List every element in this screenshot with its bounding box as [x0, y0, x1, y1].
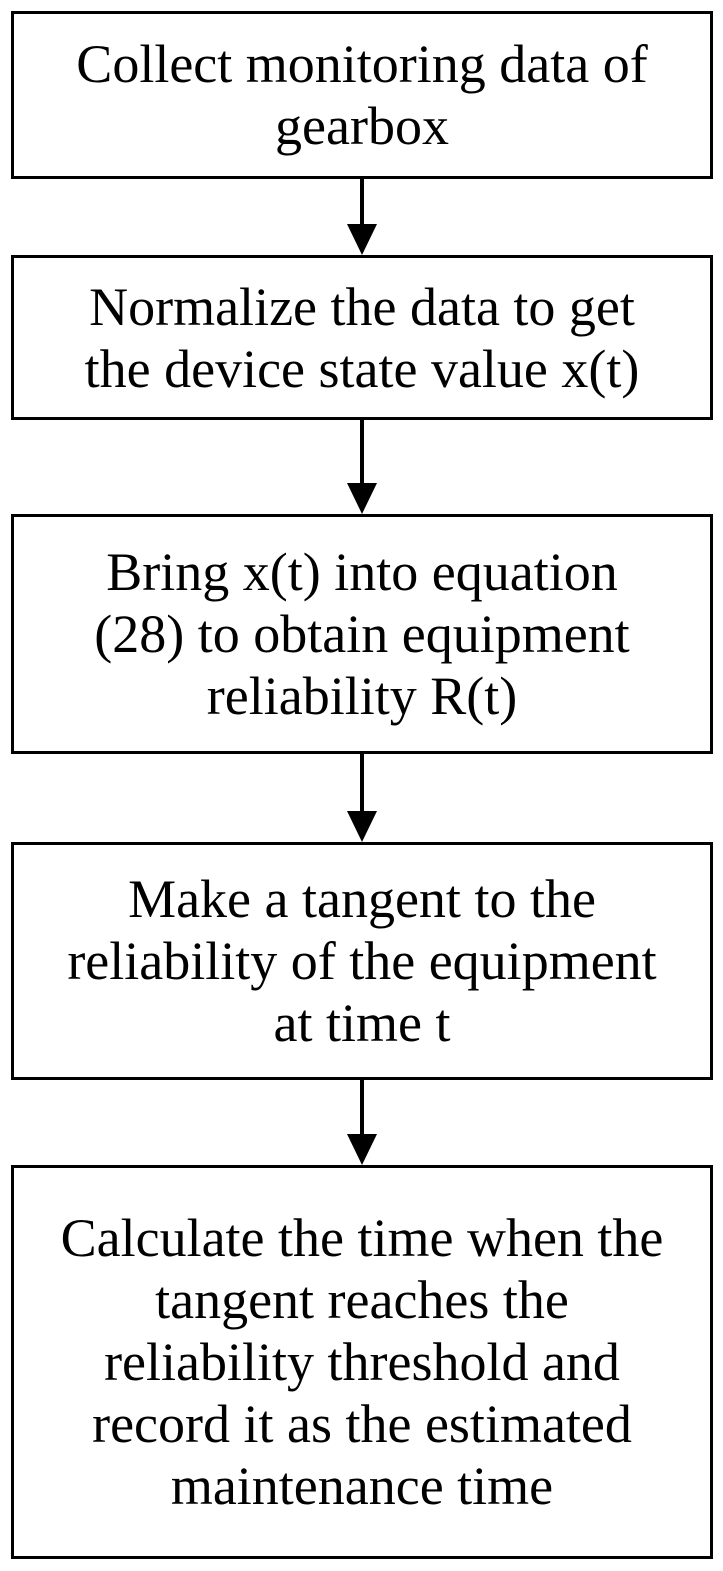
arrow-1-to-2	[347, 179, 377, 255]
arrow-head	[347, 483, 377, 514]
step-text-line: (28) to obtain equipment	[94, 604, 630, 664]
step-text-line: reliability of the equipment	[67, 931, 657, 991]
step-text-line: tangent reaches the	[155, 1270, 569, 1330]
step-text-line: Make a tangent to the	[128, 869, 596, 929]
step-text-line: Bring x(t) into equation	[106, 542, 618, 602]
step-compute-reliability: Bring x(t) into equation (28) to obtain …	[11, 514, 713, 754]
step-normalize-data: Normalize the data to get the device sta…	[11, 255, 713, 420]
arrow-3-to-4	[347, 754, 377, 842]
step-text-line: Calculate the time when the	[60, 1208, 664, 1268]
arrow-head	[347, 811, 377, 842]
step-collect-data: Collect monitoring data of gearbox	[11, 11, 713, 179]
step-make-tangent: Make a tangent to the reliability of the…	[11, 842, 713, 1080]
step-text-line: the device state value x(t)	[84, 338, 640, 399]
step-text-line: maintenance time	[170, 1456, 554, 1516]
step-text-line: reliability R(t)	[206, 666, 518, 726]
step-text-line: gearbox	[275, 96, 449, 156]
arrow-head	[347, 1134, 377, 1165]
step-text-line: Collect monitoring data of	[76, 34, 648, 94]
step-text-line: record it as the estimated	[92, 1394, 632, 1454]
arrow-4-to-5	[347, 1080, 377, 1165]
step-text-line: reliability threshold and	[104, 1332, 620, 1392]
step-calculate-maintenance-time: Calculate the time when the tangent reac…	[11, 1165, 713, 1559]
arrow-2-to-3	[347, 420, 377, 514]
arrow-head	[347, 224, 377, 255]
step-text-line: at time t	[273, 993, 451, 1053]
step-text-line: Normalize the data to get	[89, 276, 635, 337]
